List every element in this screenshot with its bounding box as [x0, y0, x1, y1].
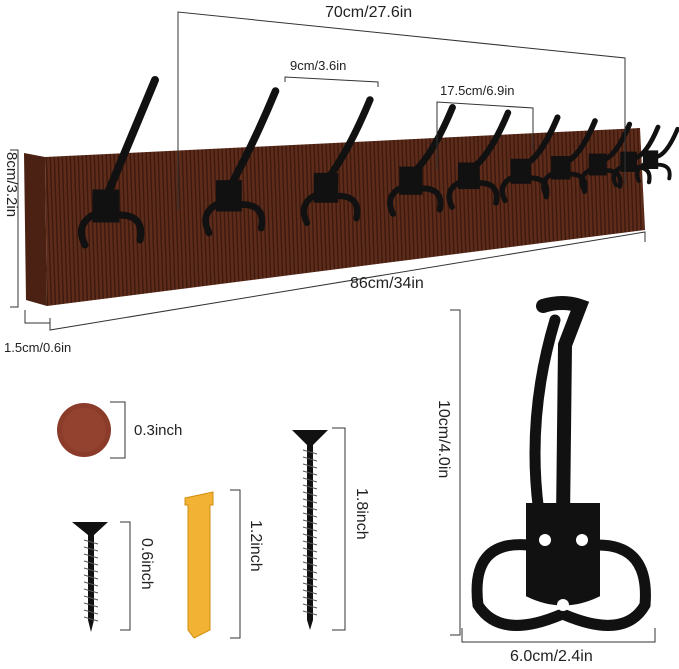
- hook-arms: [77, 211, 145, 249]
- hook-base: [92, 189, 120, 223]
- wall-anchor: [184, 491, 214, 639]
- hook-height-label: 10cm/4.0in: [435, 400, 452, 479]
- hook-base: [399, 166, 423, 195]
- hook-base: [620, 151, 637, 172]
- cap-diameter-label: 0.3inch: [134, 422, 183, 439]
- hook-spacing-label: 9cm/3.6in: [290, 58, 347, 73]
- board-height-label: 8cm/3.2in: [3, 152, 20, 218]
- board-hooks: [77, 76, 679, 249]
- hook-base: [457, 162, 480, 190]
- hook-span-label: 70cm/27.6in: [325, 4, 413, 21]
- board-thickness-label: 1.5cm/0.6in: [4, 340, 72, 355]
- hook-base: [313, 172, 339, 203]
- hook-base: [588, 153, 607, 176]
- long-screw: [292, 430, 328, 630]
- hook-base: [216, 180, 242, 212]
- short-screw-length-label: 0.6inch: [138, 538, 155, 590]
- large-hook: [471, 296, 651, 631]
- hook-width-label: 6.0cm/2.4in: [510, 648, 593, 665]
- dimension-lines: [10, 11, 656, 643]
- hook-icon: [101, 76, 159, 204]
- long-screw-length-label: 1.8inch: [353, 488, 370, 540]
- board-length-label: 86cm/34in: [350, 275, 424, 292]
- hook-arms: [300, 192, 361, 227]
- hook-arms: [387, 185, 444, 217]
- hook-arms: [579, 168, 623, 193]
- hook-arms: [635, 162, 672, 184]
- anchor-length-label: 1.2inch: [247, 520, 264, 572]
- wood-board-side: [24, 153, 47, 306]
- hook-arms: [202, 201, 266, 237]
- hook-base: [642, 150, 659, 169]
- hook-base: [551, 156, 571, 180]
- wood-board-front: [45, 128, 645, 306]
- hook-arms: [446, 180, 500, 210]
- hook-base: [510, 158, 531, 184]
- double-spacing-label: 17.5cm/6.9in: [440, 83, 515, 98]
